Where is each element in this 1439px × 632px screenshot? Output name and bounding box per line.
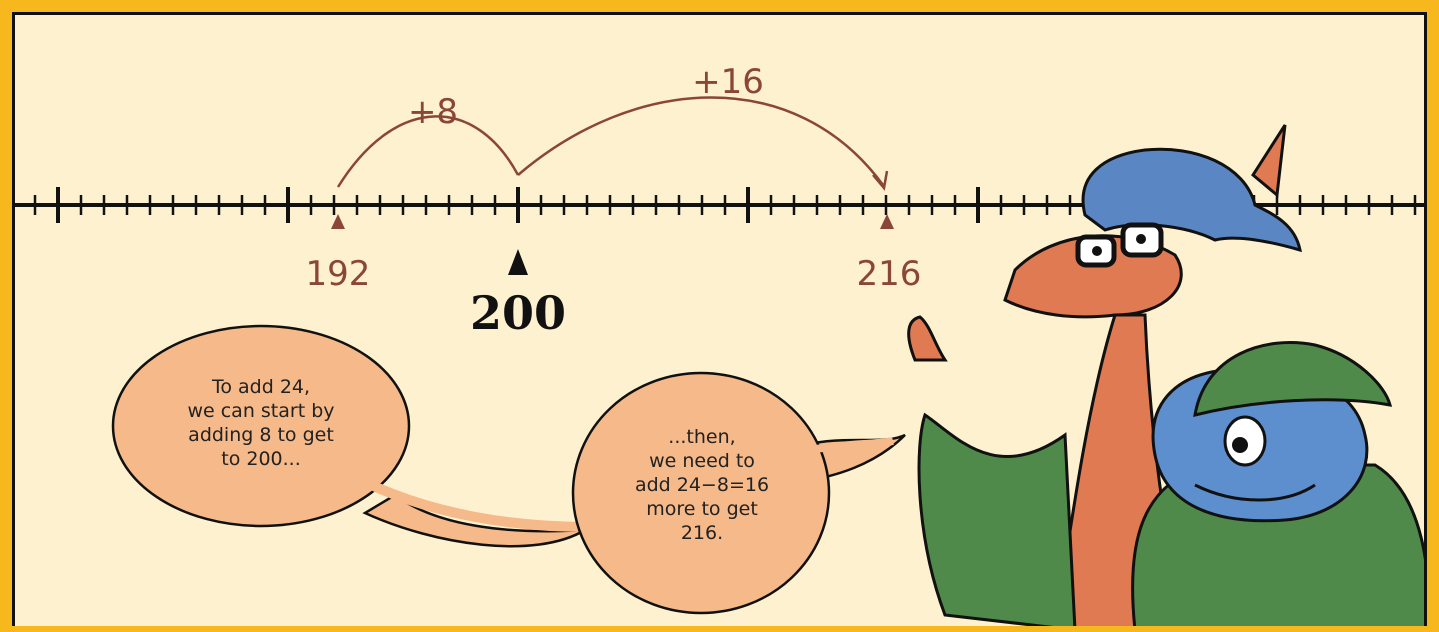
monster-character-icon — [1131, 341, 1424, 626]
label-start: 192 — [306, 254, 371, 294]
speech-bubble-right — [571, 371, 906, 615]
label-end: 216 — [857, 254, 922, 294]
panel-inner: +8 +16 192 200 216 — [12, 12, 1427, 626]
speech-bubble-left — [111, 324, 588, 548]
number-line-ticks — [33, 187, 1417, 223]
marker-200-icon — [508, 249, 528, 275]
label-anchor: 200 — [470, 286, 566, 340]
jump-small-label: +8 — [408, 92, 458, 132]
jump-arc-small — [336, 115, 520, 188]
jump-large-label: +16 — [692, 62, 764, 102]
arrowhead-icon — [872, 170, 889, 191]
jump-arc-large — [517, 96, 885, 186]
speech-bubble-right-text: ...then, we need to add 24−8=16 more to … — [634, 426, 770, 544]
speech-bubble-left-text: To add 24, we can start by adding 8 to g… — [187, 376, 335, 470]
number-line-scene: +8 +16 192 200 216 — [15, 62, 1424, 626]
marker-216-icon — [880, 214, 894, 229]
marker-192-icon — [331, 214, 345, 229]
